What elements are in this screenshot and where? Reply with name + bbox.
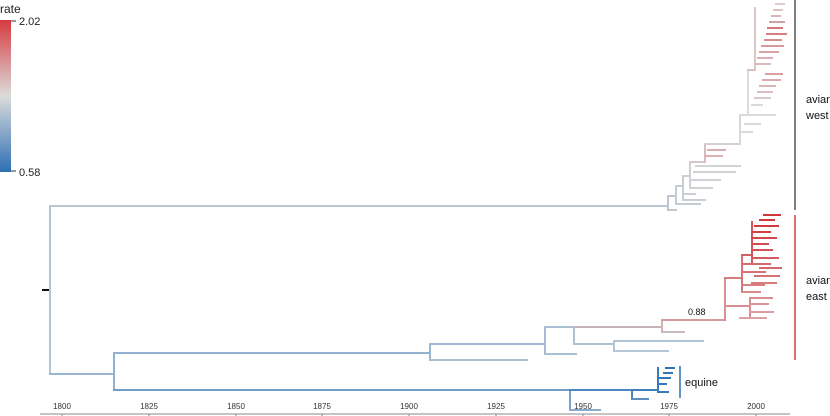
axis-tick-label-2000: 2000 — [747, 402, 765, 411]
tree — [42, 3, 787, 411]
clade-annotations: avian west avian east equine — [679, 0, 830, 398]
axis-tick-label-1900: 1900 — [400, 402, 418, 411]
legend-title: rate — [0, 2, 21, 16]
legend-max-label: 2.02 — [19, 16, 40, 28]
avian-east-label-line2: east — [806, 291, 827, 303]
avian-west-label-line2: west — [805, 110, 829, 122]
axis-tick-label-1975: 1975 — [660, 402, 678, 411]
axis-tick-label-1875: 1875 — [313, 402, 331, 411]
axis-tick-label-1925: 1925 — [487, 402, 505, 411]
rate-legend: rate 2.02 0.58 — [0, 2, 40, 179]
axis-labels-visible: 1800 1825 1850 1875 1900 1925 1950 1975 … — [53, 402, 765, 411]
equine-label: equine — [685, 377, 718, 389]
legend-min-label: 0.58 — [19, 167, 40, 179]
node-support-label: 0.88 — [688, 307, 706, 317]
avian-west-label-line1: avian — [806, 94, 830, 106]
avian-east-label-line1: avian — [806, 275, 830, 287]
axis-tick-label-1800: 1800 — [53, 402, 71, 411]
legend-colorbar — [0, 20, 11, 172]
axis-tick-label-1825: 1825 — [140, 402, 158, 411]
axis-tick-label-1950: 1950 — [574, 402, 592, 411]
axis-tick-label-1850: 1850 — [227, 402, 245, 411]
